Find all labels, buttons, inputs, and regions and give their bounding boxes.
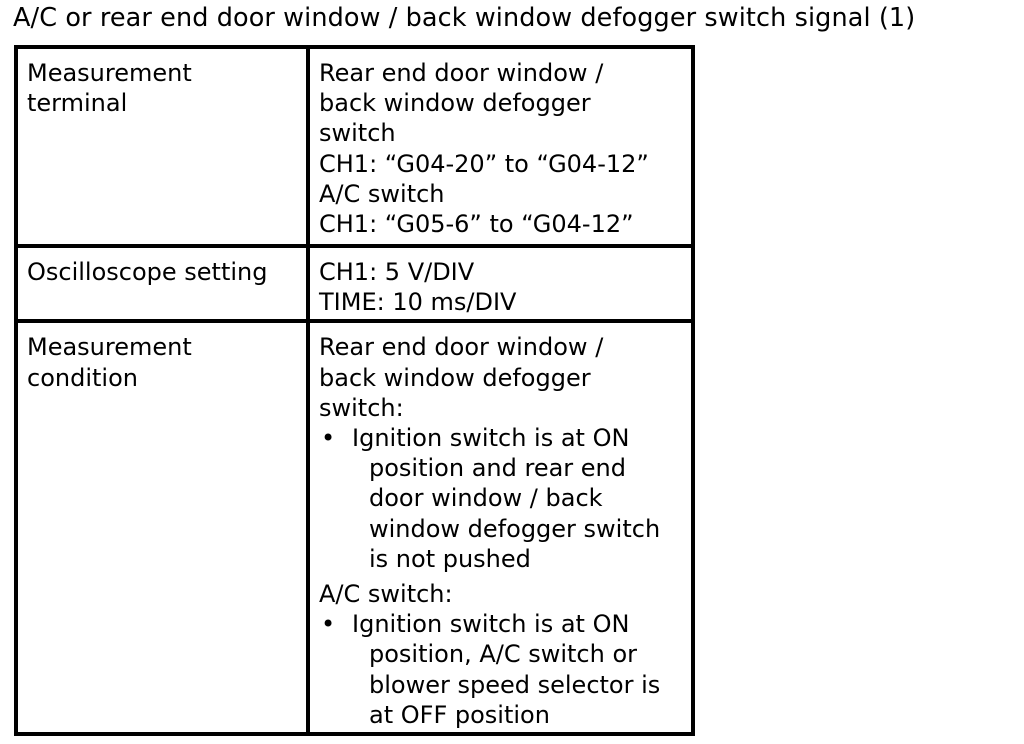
value-cell-measurement-condition: Rear end door window / back window defog… [306, 319, 695, 737]
cell-line: back window defogger [319, 363, 591, 392]
cell-line: CH1: 5 V/DIV [319, 258, 475, 286]
cell-line: switch [319, 119, 396, 148]
cell-line: Oscilloscope setting [27, 258, 268, 286]
bullet-line: position, A/C switch or [369, 640, 638, 669]
bullet-marker: • [321, 610, 336, 639]
bullet-line: at OFF position [369, 700, 550, 729]
label-cell-measurement-condition: Measurement condition [14, 319, 310, 737]
bullet-item: • Ignition switch is at ON position, A/C… [319, 609, 691, 730]
cell-line: condition [27, 363, 138, 392]
bullet-line: blower speed selector is [369, 670, 661, 699]
label-cell-oscilloscope-setting: Oscilloscope setting [14, 243, 310, 324]
bullet-first-line: Ignition switch is at ON [352, 424, 630, 453]
cell-line: A/C switch [319, 179, 445, 208]
spec-table: Measurement terminal Rear end door windo… [14, 45, 695, 737]
cell-line: back window defogger [319, 89, 591, 118]
cell-line: TIME: 10 ms/DIV [319, 288, 517, 317]
bullet-line: is not pushed [369, 544, 531, 573]
value-cell-oscilloscope-setting: CH1: 5 V/DIV TIME: 10 ms/DIV [306, 243, 695, 324]
bullet-marker: • [321, 424, 336, 453]
page-title: A/C or rear end door window / back windo… [13, 3, 916, 33]
subheading: A/C switch: [319, 580, 453, 609]
cell-line: terminal [27, 89, 128, 118]
bullet-line: position and rear end [369, 454, 626, 483]
bullet-item: • Ignition switch is at ON position and … [319, 423, 691, 574]
cell-line: Rear end door window / [319, 333, 604, 362]
cell-line: switch: [319, 393, 404, 422]
cell-line: CH1: “G05-6” to “G04-12” [319, 210, 634, 239]
cell-line: Measurement [27, 59, 192, 87]
table-row: Measurement terminal Rear end door windo… [14, 45, 695, 248]
label-cell-measurement-terminal: Measurement terminal [14, 45, 310, 248]
bullet-first-line: Ignition switch is at ON [352, 610, 630, 639]
table-row: Measurement condition Rear end door wind… [14, 319, 695, 737]
bullet-line: window defogger switch [369, 514, 661, 543]
cell-line: Rear end door window / [319, 59, 604, 87]
table-row: Oscilloscope setting CH1: 5 V/DIV TIME: … [14, 243, 695, 324]
value-cell-measurement-terminal: Rear end door window / back window defog… [306, 45, 695, 248]
cell-line: CH1: “G04-20” to “G04-12” [319, 149, 649, 178]
cell-line: Measurement [27, 333, 192, 362]
bullet-line: door window / back [369, 484, 603, 513]
